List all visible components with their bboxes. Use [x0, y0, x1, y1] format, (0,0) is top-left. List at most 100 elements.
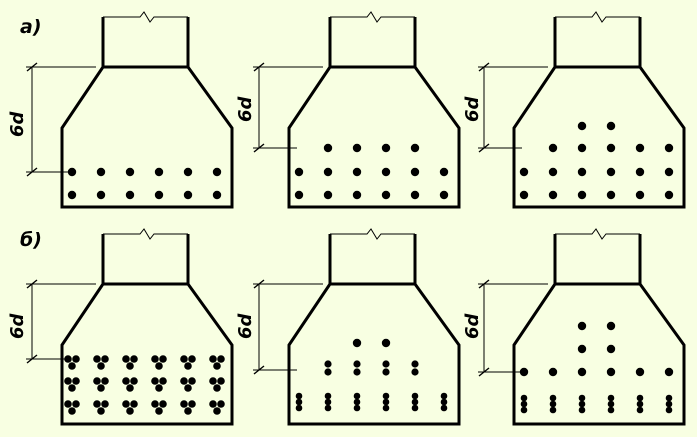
- rebar-pair-dot: [411, 360, 419, 368]
- rebar-bundle-dot: [68, 362, 76, 370]
- footing-outline: [60, 17, 234, 209]
- rebar-dot: [294, 190, 304, 200]
- rebar-dot: [606, 167, 616, 177]
- panel-a-1: [26, 11, 234, 209]
- rebar-bundle-dot: [184, 384, 192, 392]
- rebar-dot: [67, 167, 77, 177]
- rebar-dot: [606, 190, 616, 200]
- rebar-stack-dot: [353, 398, 361, 406]
- rebar-dot: [577, 190, 587, 200]
- rebar-stack-dot: [665, 394, 673, 402]
- rebar-bundle-dot: [184, 407, 192, 415]
- footing-outline: [512, 17, 686, 209]
- rebar-stack-dot: [295, 404, 303, 412]
- rebar-bundle-dot: [151, 400, 159, 408]
- rebar-bundle-dot: [184, 362, 192, 370]
- rebar-dot: [577, 344, 587, 354]
- rebar-bundle-dot: [101, 400, 109, 408]
- panel-b-1: [26, 228, 234, 426]
- rebar-dot: [67, 190, 77, 200]
- footing-outline: [287, 17, 461, 209]
- rebar-bundle-dot: [180, 400, 188, 408]
- rebar-dot: [323, 190, 333, 200]
- tick-mark-bottom: [26, 354, 38, 364]
- rebar-bundle-dot: [209, 355, 217, 363]
- rebar-bundle-dot: [155, 362, 163, 370]
- rebar-stack-dot: [295, 398, 303, 406]
- rebar-dot: [577, 167, 587, 177]
- rebar-bundle-dot: [122, 400, 130, 408]
- rebar-stack-dot: [607, 406, 615, 414]
- rebar-bundle-dot: [130, 377, 138, 385]
- rebar-dot: [410, 143, 420, 153]
- break-line: [555, 228, 640, 240]
- rebar-bundle-dot: [93, 400, 101, 408]
- break-line: [330, 11, 415, 23]
- rebar-stack-dot: [324, 392, 332, 400]
- rebar-stack-dot: [382, 404, 390, 412]
- rebar-bundle-dot: [213, 384, 221, 392]
- rebar-dot: [664, 367, 674, 377]
- rebar-pair-dot: [411, 368, 419, 376]
- rebar-stack-dot: [353, 392, 361, 400]
- tick-mark-bottom: [253, 365, 265, 375]
- tick-mark-bottom: [478, 367, 490, 377]
- panel-a-2: [253, 11, 461, 209]
- footing-outline: [60, 234, 234, 426]
- rebar-stack-dot: [520, 394, 528, 402]
- rebar-stack-dot: [549, 394, 557, 402]
- rebar-stack-dot: [578, 394, 586, 402]
- rebar-dot: [664, 167, 674, 177]
- tick-mark-bottom: [26, 167, 38, 177]
- rebar-bundle-dot: [188, 355, 196, 363]
- rebar-dot: [577, 143, 587, 153]
- rebar-stack-dot: [636, 394, 644, 402]
- rebar-dot: [381, 143, 391, 153]
- rebar-dot: [606, 321, 616, 331]
- rebar-dot: [606, 367, 616, 377]
- panel-b-3: [478, 228, 686, 426]
- rebar-bundle-dot: [155, 384, 163, 392]
- rebar-dot: [519, 367, 529, 377]
- rebar-dot: [96, 190, 106, 200]
- rebar-dot: [606, 143, 616, 153]
- rebar-dot: [548, 143, 558, 153]
- rebar-stack-dot: [607, 394, 615, 402]
- dim-label-a1: 6d: [7, 110, 28, 137]
- rebar-stack-dot: [382, 398, 390, 406]
- rebar-bundle-dot: [209, 400, 217, 408]
- rebar-stack-dot: [324, 398, 332, 406]
- rebar-dot: [519, 190, 529, 200]
- break-line: [330, 228, 415, 240]
- rebar-bundle-dot: [159, 400, 167, 408]
- rebar-bundle-dot: [122, 377, 130, 385]
- rebar-dot: [294, 167, 304, 177]
- rebar-stack-dot: [549, 406, 557, 414]
- rebar-dot: [548, 190, 558, 200]
- rebar-dot: [577, 367, 587, 377]
- tick-mark-top: [478, 62, 490, 72]
- rebar-dot: [519, 167, 529, 177]
- rebar-stack-dot: [324, 404, 332, 412]
- rebar-dot: [381, 190, 391, 200]
- rebar-bundle-dot: [64, 400, 72, 408]
- dim-label-a2: 6d: [235, 95, 256, 122]
- break-line: [555, 11, 640, 23]
- rebar-bundle-dot: [213, 362, 221, 370]
- rebar-bundle-dot: [217, 400, 225, 408]
- rebar-dot: [635, 167, 645, 177]
- rebar-bundle-dot: [64, 377, 72, 385]
- rebar-stack-dot: [578, 406, 586, 414]
- rebar-pair-dot: [353, 368, 361, 376]
- rebar-bundle-dot: [126, 362, 134, 370]
- tick-mark-bottom: [478, 143, 490, 153]
- dim-label-b2: 6d: [235, 312, 256, 339]
- rebar-stack-dot: [411, 398, 419, 406]
- rebar-stack-dot: [520, 406, 528, 414]
- rebar-bundle-dot: [159, 377, 167, 385]
- rebar-dot: [410, 167, 420, 177]
- rebar-dot: [323, 143, 333, 153]
- rebar-bundle-dot: [159, 355, 167, 363]
